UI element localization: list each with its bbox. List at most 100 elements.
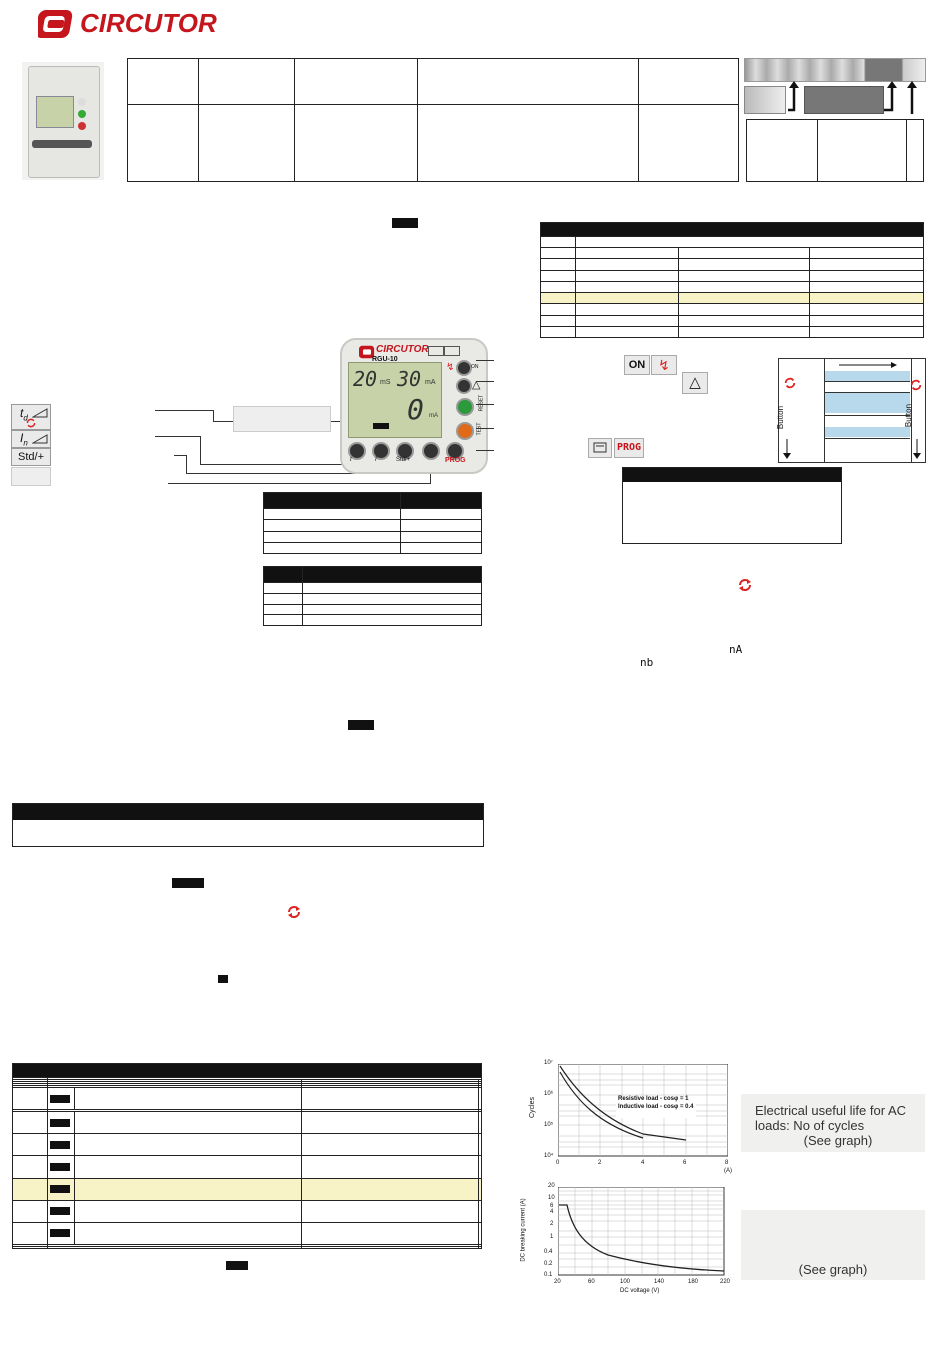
parameter-table-right [540, 222, 924, 339]
menu-button[interactable] [446, 442, 464, 460]
wave-icon [428, 346, 444, 356]
lcd-right-unit: mA [425, 379, 436, 386]
spec-table-a [263, 492, 482, 555]
ac-life-graph: Cycles 10⁷ 10⁶ 10⁵ 10⁴ Resistive load - … [528, 1058, 738, 1178]
reset-button[interactable] [456, 398, 474, 416]
parameter-table-left [12, 1063, 482, 1250]
bottom-label-i: I [375, 457, 377, 463]
warning-icon: △ [472, 379, 481, 391]
on-button[interactable] [456, 360, 472, 376]
ac-xtick-4: 8 [725, 1160, 729, 1166]
dc-life-note-see: (See graph) [798, 1262, 868, 1277]
dc-ytick-0: 20 [548, 1183, 555, 1189]
dc-ytick-5: 1 [550, 1234, 554, 1240]
lcd-left-value: 20 [353, 367, 378, 391]
ac-life-note-title: Electrical useful life for AC loads: No … [755, 1103, 907, 1133]
dc-xtick-5: 220 [720, 1279, 731, 1285]
test-button[interactable] [456, 422, 474, 440]
ac-xtick-0: 0 [556, 1160, 560, 1166]
spec-table-b [263, 566, 482, 626]
menu-icon [588, 438, 612, 458]
dc-ytick-2: 6 [550, 1203, 554, 1209]
order-code-box-a [744, 86, 786, 114]
callout-note-box [233, 406, 331, 432]
dc-graph-plot [558, 1187, 725, 1276]
cycle-icon [288, 906, 300, 918]
in-button[interactable] [372, 442, 390, 460]
on-indicator-label: ON [628, 359, 646, 371]
ac-ytick-2: 10⁵ [544, 1122, 554, 1128]
prog-indicator-label: PROG [616, 442, 642, 453]
ac-graph-plot [558, 1064, 728, 1157]
dc-graph-ylabel: DC breaking current (A) [520, 1198, 527, 1262]
inline-display-mark [218, 975, 228, 983]
dc-breaking-graph: DC breaking current (A) 20 10 6 4 2 1 0.… [521, 1183, 738, 1303]
status-button[interactable] [456, 378, 472, 394]
ac-life-note: Electrical useful life for AC loads: No … [741, 1094, 925, 1152]
inline-display-mark [392, 218, 418, 228]
dc-ytick-8: 0.1 [544, 1272, 553, 1278]
trip-icon: ↯ [651, 355, 677, 375]
side-label-reset: RESET [478, 394, 485, 412]
ac-xtick-3: 6 [683, 1160, 687, 1166]
dc-life-note: (See graph) [741, 1210, 925, 1280]
circutor-logo-icon [359, 345, 375, 359]
brand-name: CIRCUTOR [80, 8, 217, 38]
display-code-b: nb [640, 656, 654, 669]
ac-legend-1: Inductive load - cosφ = 0.4 [618, 1104, 694, 1110]
device-model: RGU-10 [372, 356, 398, 363]
device-front-panel: CIRCUTOR RGU-10 20 mS 30 mA 0 mA ↯ ON △ … [340, 338, 488, 474]
ac-ytick-3: 10⁴ [544, 1153, 554, 1159]
cycle-icon [910, 379, 922, 391]
side-label-test: TEST [476, 422, 483, 436]
dc-graph-xlabel: DC voltage (V) [620, 1288, 660, 1294]
dc-xtick-3: 140 [654, 1279, 665, 1285]
on-indicator: ON [624, 355, 650, 375]
inline-display-mark [348, 720, 374, 730]
std-plus-button[interactable] [396, 442, 414, 460]
dc-xtick-0: 20 [554, 1279, 561, 1285]
ac-graph-ylabel: Cycles [529, 1096, 537, 1119]
warning-box [12, 803, 484, 847]
key-std-plus: Std/+ [11, 448, 51, 466]
product-photo [22, 62, 104, 180]
bottom-label-prog: PROG [445, 457, 466, 464]
brand-logo: CIRCUTOR [38, 6, 228, 42]
arrow-right-icon [839, 362, 897, 368]
lcd-indicator [373, 423, 389, 429]
lcd-bottom-unit: mA [429, 413, 438, 419]
order-code-box-b [804, 86, 884, 114]
right-warning-box [622, 467, 842, 544]
dc-xtick-1: 60 [588, 1279, 595, 1285]
button-label-right: Button [904, 403, 914, 428]
ac-xunit: (A) [724, 1168, 732, 1174]
prog-button[interactable] [422, 442, 440, 460]
button-label-left: Button [776, 405, 786, 430]
button-sequence-diagram: Button Button [776, 358, 926, 463]
dc-ytick-3: 4 [550, 1209, 554, 1215]
order-code-strip [744, 58, 926, 82]
lcd-bottom-value: 0 [407, 393, 424, 426]
header-spec-table [127, 58, 739, 182]
cycle-icon [26, 418, 36, 428]
ac-legend-0: Resistive load - cosφ = 1 [618, 1096, 689, 1102]
inline-display-mark [172, 878, 204, 888]
ac-life-note-see: (See graph) [803, 1133, 873, 1148]
alarm-led-icon: ↯ [446, 362, 455, 373]
key-std-plus-label: Std/+ [18, 451, 44, 463]
arrow-down-icon [783, 439, 791, 459]
key-td: td [11, 404, 51, 430]
td-button[interactable] [348, 442, 366, 460]
dc-ytick-1: 10 [548, 1195, 555, 1201]
device-brand: CIRCUTOR [376, 344, 429, 355]
wave-icon [444, 346, 460, 356]
prog-indicator: PROG [614, 438, 644, 458]
ac-ytick-0: 10⁷ [544, 1060, 553, 1066]
dc-ytick-4: 2 [550, 1221, 554, 1227]
bottom-label-t: t [350, 457, 352, 463]
bottom-label-std: Std/+ [396, 457, 411, 463]
key-prog-blank [11, 467, 51, 486]
key-in: In [11, 430, 51, 448]
dc-ytick-6: 0.4 [544, 1249, 553, 1255]
order-code-table [746, 119, 924, 182]
